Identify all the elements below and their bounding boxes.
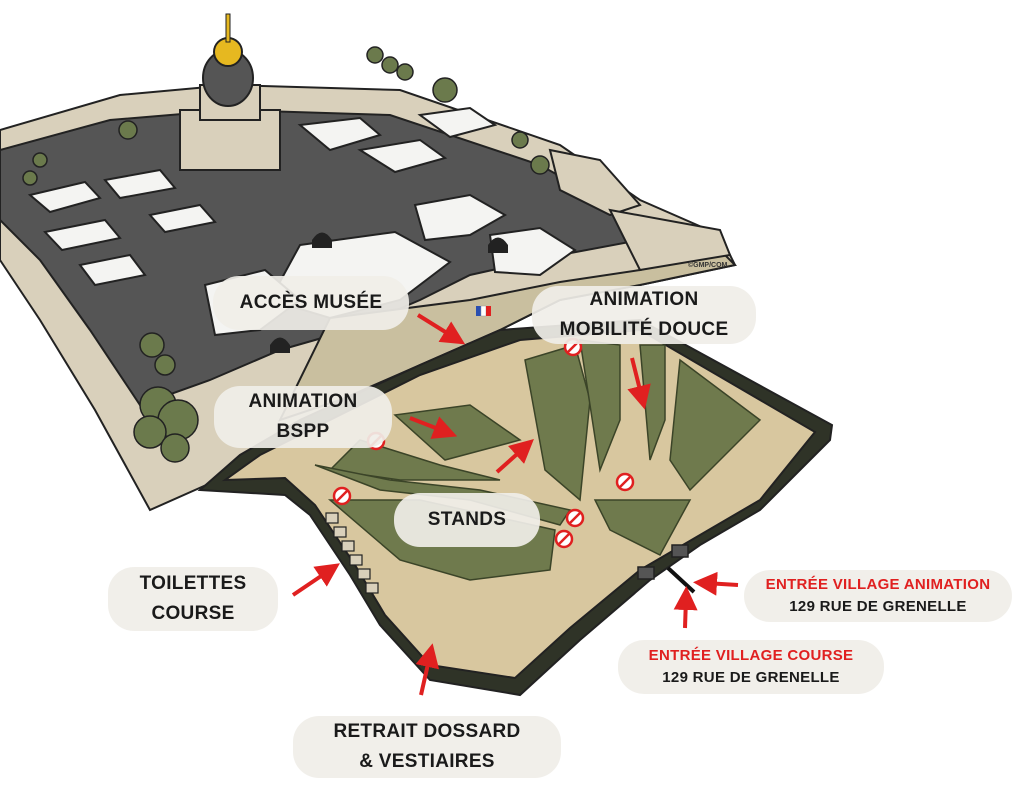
arrow-entree-course (673, 586, 698, 629)
arrow-mobilite (627, 357, 651, 410)
label-toilettes-line2: COURSE (151, 603, 235, 624)
label-toilettes-line1: TOILETTES (139, 573, 247, 594)
arrow-bspp (409, 416, 458, 439)
label-retrait-line1: RETRAIT DOSSARD (333, 721, 521, 742)
label-toilettes: TOILETTES COURSE (108, 567, 278, 631)
arrow-stands (495, 439, 534, 474)
label-entree-course: ENTRÉE VILLAGE COURSE 129 RUE DE GRENELL… (618, 640, 884, 694)
label-animation-mobilite-line2: MOBILITÉ DOUCE (559, 319, 729, 340)
arrow-entree-animation (693, 571, 739, 596)
label-retrait-line2: & VESTIAIRES (359, 751, 495, 772)
label-entree-course-address: 129 RUE DE GRENELLE (662, 669, 840, 686)
label-entree-course-title: ENTRÉE VILLAGE COURSE (648, 647, 854, 664)
label-animation-bspp-line2: BSPP (276, 421, 330, 442)
label-animation-bspp: ANIMATION BSPP (214, 386, 392, 448)
map-credit: ©GMP/COM (688, 262, 728, 269)
label-entree-animation-title: ENTRÉE VILLAGE ANIMATION (765, 576, 991, 593)
arrow-retrait (415, 643, 440, 696)
label-entree-animation: ENTRÉE VILLAGE ANIMATION 129 RUE DE GREN… (744, 570, 1012, 622)
arrow-toilettes (291, 563, 340, 597)
east-wing (548, 148, 732, 272)
arrow-acces-musee (416, 313, 466, 345)
toilet-blocks (325, 512, 379, 594)
label-acces-musee-text: ACCÈS MUSÉE (239, 292, 383, 313)
trees (22, 46, 550, 463)
label-entree-animation-address: 129 RUE DE GRENELLE (789, 598, 967, 615)
direction-arrows (291, 313, 739, 696)
label-acces-musee: ACCÈS MUSÉE (213, 276, 409, 330)
dome (179, 13, 281, 171)
label-animation-mobilite-line1: ANIMATION (589, 289, 699, 310)
label-animation-bspp-line1: ANIMATION (248, 391, 358, 412)
label-retrait: RETRAIT DOSSARD & VESTIAIRES (293, 716, 561, 778)
label-stands: STANDS (394, 493, 540, 547)
label-stands-text: STANDS (427, 509, 507, 530)
label-animation-mobilite: ANIMATION MOBILITÉ DOUCE (532, 286, 756, 344)
